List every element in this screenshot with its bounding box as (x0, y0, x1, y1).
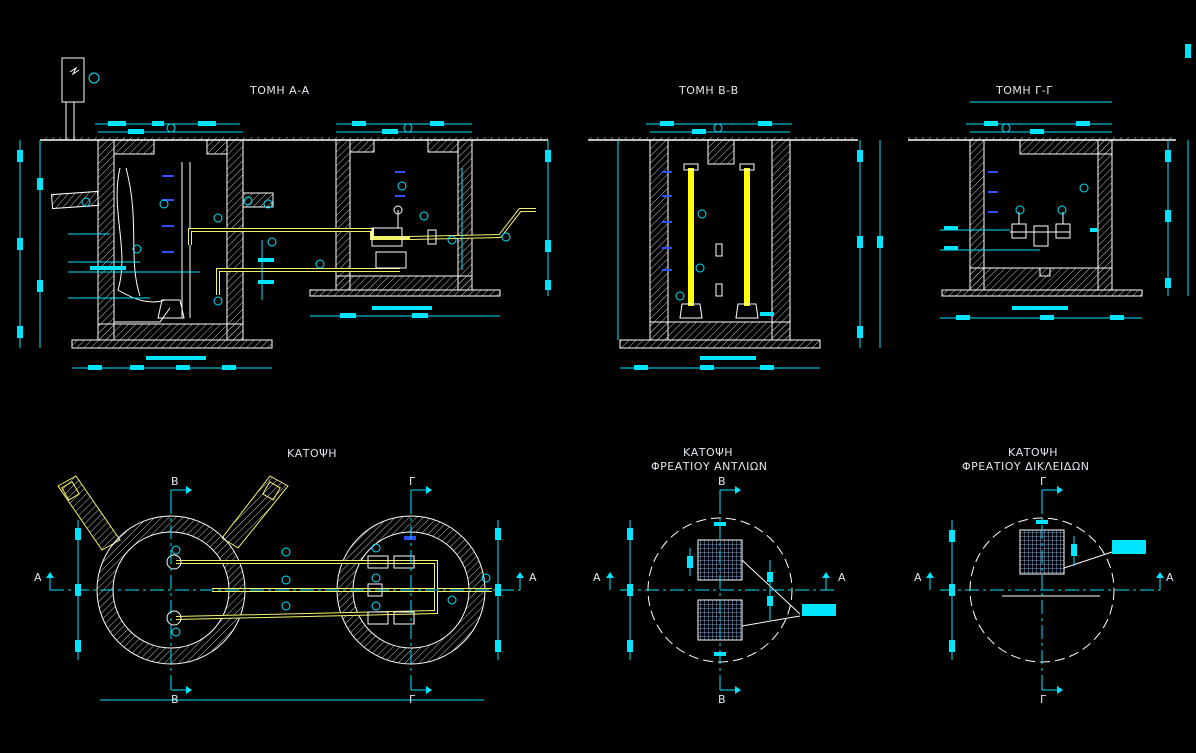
plan-pumps-title-line2: ΦΡΕΑΤΙΟΥ ΑΝΤΛΙΩΝ (651, 460, 768, 473)
valves-marker-a-right: Α (1166, 571, 1174, 584)
section-gg-title: ΤΟΜΗ Γ-Γ (996, 84, 1053, 97)
section-gg-drawing (908, 44, 1191, 320)
plan-marker-b-top: Β (171, 475, 179, 488)
valves-marker-g-top: Γ (1040, 475, 1047, 488)
pumps-marker-b-top: Β (718, 475, 726, 488)
plan-valves-title-line2: ΦΡΕΑΤΙΟΥ ΔΙΚΛΕΙΔΩΝ (962, 460, 1090, 473)
plan-valve-chamber-drawing (926, 486, 1164, 694)
pumps-marker-b-bottom: Β (718, 693, 726, 706)
pumps-marker-a-left: Α (593, 571, 601, 584)
plan-marker-g-bottom: Γ (409, 693, 416, 706)
plan-pump-chamber-drawing (606, 486, 836, 694)
plan-pumps-title-line1: ΚΑΤΟΨΗ (683, 446, 734, 459)
plan-marker-g-top: Γ (409, 475, 416, 488)
plan-drawing (46, 475, 524, 701)
section-aa-title: ΤΟΜΗ Α-Α (250, 84, 310, 97)
pumps-marker-a-right: Α (838, 571, 846, 584)
section-bb-drawing (588, 121, 883, 370)
section-aa-drawing (17, 57, 551, 370)
plan-valves-title-line1: ΚΑΤΟΨΗ (1008, 446, 1059, 459)
valves-marker-g-bottom: Γ (1040, 693, 1047, 706)
plan-marker-a-right: Α (529, 571, 537, 584)
section-bb-title: ΤΟΜΗ Β-Β (679, 84, 739, 97)
valves-marker-a-left: Α (914, 571, 922, 584)
plan-marker-b-bottom: Β (171, 693, 179, 706)
plan-marker-a-left: Α (34, 571, 42, 584)
plan-title: ΚΑΤΟΨΗ (287, 447, 338, 460)
